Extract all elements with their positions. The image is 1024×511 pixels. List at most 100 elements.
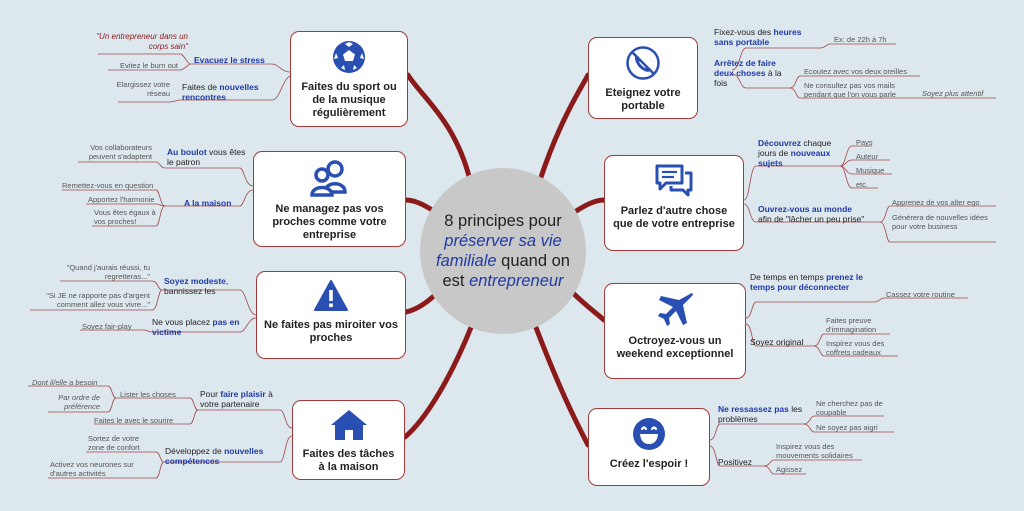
weekend-temps-prefix: De temps en temps — [750, 272, 824, 282]
weekend-original-sub1: Faites preuve d'immagination — [826, 316, 877, 334]
topic-talk-label: Parlez d'autre chose que de votre entrep… — [613, 205, 735, 230]
house-dont: Dont il/elle a besoin — [32, 378, 98, 387]
smile-icon — [633, 418, 665, 450]
house-plaisir-bold: faire plaisir — [220, 389, 266, 399]
house-ordre: Par ordre de préférence — [58, 393, 100, 411]
talk-auteur: Auteur — [856, 152, 879, 161]
talk-pays: Pays — [856, 138, 873, 147]
topic-sport[interactable]: Faites du sport ou de la musique réguliè… — [290, 31, 408, 127]
topic-phone-label: Eteignez votre portable — [605, 87, 681, 112]
topic-manage-label: Ne managez pas vos proches comme votre e… — [272, 203, 387, 241]
manage-maison-sub2: Apportez l'harmonie — [88, 195, 155, 204]
topic-house-label: Faites des tâches à la maison — [302, 448, 395, 473]
phone-heures: Fixez-vous des heures sans portable — [714, 27, 814, 47]
talk-musique: Musique — [856, 166, 885, 175]
house-icon — [330, 410, 367, 440]
hope-ressassez-rest: les problèmes — [718, 404, 803, 424]
phone-arret-sub3: Soyez plus attentif — [922, 89, 984, 98]
talk-etc: etc. — [856, 180, 869, 189]
phone-arret-sub2: Ne consultez pas vos mails pendant que l… — [804, 81, 896, 99]
hope-positivez-sub1: Inspirez vous des mouvements solidaires — [776, 442, 853, 460]
central-title-emphasis-2: entrepreneur — [469, 272, 564, 290]
sport-stress: Evacuez le stress — [194, 55, 265, 65]
topic-mirror-label: Ne faites pas miroiter vos proches — [264, 319, 398, 344]
sport-quote: "Un entrepreneur dans un corps sain" — [96, 32, 188, 51]
house-sourire: Faites le avec le sourire — [94, 416, 174, 425]
topic-manage[interactable]: Ne managez pas vos proches comme votre e… — [253, 151, 406, 247]
mirror-quote2: "Si JE ne rapporte pas d'argent comment … — [46, 291, 150, 309]
topic-mirror[interactable]: Ne faites pas miroiter vos proches — [256, 271, 406, 359]
manage-maison: A la maison — [184, 198, 231, 208]
weekend-original-sub2: Inspirez vous des coffrets cadeaux — [826, 339, 885, 357]
central-title-middle: quand on est — [442, 252, 570, 290]
hope-ressassez-sub1: Ne cherchez pas de coupable — [816, 399, 883, 417]
mirror-victime-sub: Soyez fair-play — [82, 322, 132, 331]
house-plaisir: Pour faire plaisir à votre partenaire — [200, 389, 292, 409]
sport-rencontres-prefix: Faites de — [182, 82, 217, 92]
central-topic[interactable]: 8 principes pour préserver sa vie famili… — [420, 168, 586, 334]
hope-ressassez-sub2: Ne soyez pas aigri — [816, 423, 878, 432]
mirror-modeste-bold: Soyez modeste — [164, 276, 226, 286]
manage-boulot: Au boulot vous êtes le patron — [167, 147, 247, 167]
mirror-modeste-rest: bannissez les — [164, 286, 216, 296]
mirror-quote1: "Quand j'aurais réussi, tu regretteras..… — [66, 263, 150, 281]
weekend-temps-sub: Cassez votre routine — [886, 290, 955, 299]
talk-decouvrez: Découvrez chaque jours de nouveaux sujet… — [758, 138, 842, 168]
talk-ouvrez-sub1: Apprenez de vos alter ego — [892, 198, 980, 207]
central-title-prefix: 8 principes pour — [444, 212, 562, 230]
topic-talk[interactable]: Parlez d'autre chose que de votre entrep… — [604, 155, 744, 251]
house-comp-prefix: Développez de — [165, 446, 222, 456]
sport-rencontres: Faites de nouvelles rencontres — [182, 82, 278, 102]
phone-arret: Arrêtez de faire deux choses à la fois — [714, 58, 792, 88]
topic-hope-label: Créez l'espoir ! — [609, 458, 689, 470]
house-plaisir-rest: à votre partenaire — [200, 389, 273, 409]
sport-rencontres-bold: nouvelles rencontres — [182, 82, 259, 102]
phone-arret-bold: Arrêtez de faire deux choses — [714, 58, 776, 78]
hope-ressassez-bold: Ne ressassez pas — [718, 404, 789, 414]
weekend-temps: De temps en temps prenez le temps pour d… — [750, 272, 874, 292]
house-plaisir-prefix: Pour — [200, 389, 218, 399]
mirror-victime-prefix: Ne vous placez — [152, 317, 211, 327]
sport-stress-bold: Evacuez le stress — [194, 55, 265, 65]
mirror-modeste: Soyez modeste, bannissez les — [164, 276, 229, 296]
weekend-temps-bold: prenez le temps pour déconnecter — [750, 272, 863, 292]
hope-positivez: Positivez — [718, 457, 753, 467]
house-competences: Développez de nouvelles compétences — [165, 446, 283, 466]
topic-sport-label: Faites du sport ou de la musique réguliè… — [301, 81, 397, 119]
manage-maison-bold: A la maison — [184, 198, 232, 208]
talk-decouvrez-bold: Découvrez — [758, 138, 801, 148]
topic-hope[interactable]: Créez l'espoir ! — [588, 408, 710, 486]
house-comp-sub2: Activez vos neurones sur d'autres activi… — [50, 460, 134, 478]
phone-arret-rest: à la fois — [714, 68, 782, 88]
talk-ouvrez-bold: Ouvrez-vous au monde — [758, 204, 852, 214]
hope-positivez-sub2: Agissez — [776, 465, 803, 474]
talk-decouvrez-rest: chaque jours de — [758, 138, 832, 158]
topic-house[interactable]: Faites des tâches à la maison — [292, 400, 405, 480]
hope-ressassez: Ne ressassez pas les problèmes — [718, 404, 804, 424]
topic-weekend-label: Octroyez-vous un weekend exceptionnel — [616, 335, 734, 360]
mirror-victime-bold: pas en victime — [152, 317, 240, 337]
manage-boulot-bold: Au boulot — [167, 147, 207, 157]
talk-ouvrez-rest: afin de "lâcher un peu prise" — [758, 214, 865, 224]
talk-ouvrez-sub2: Générera de nouvelles idées pour votre b… — [892, 213, 988, 231]
manage-boulot-sub: Vos collaborateurs peuvent s'adaptent — [88, 143, 152, 161]
phone-heures-bold: heures sans portable — [714, 27, 802, 47]
phone-heures-prefix: Fixez-vous des — [714, 27, 772, 37]
topic-weekend[interactable]: Octroyez-vous un weekend exceptionnel — [604, 283, 746, 379]
phone-off-icon — [626, 46, 660, 80]
airplane-icon — [658, 293, 693, 326]
phone-heures-sub: Ex: de 22h à 7h — [834, 35, 887, 44]
sport-stress-sub: Evitez le burn out — [120, 61, 178, 70]
house-lister: Lister les choses — [120, 390, 176, 399]
phone-arret-sub1: Ecoutez avec vos deux oreilles — [804, 67, 907, 76]
manage-maison-sub1: Remettez-vous en question — [62, 181, 154, 190]
house-comp-bold: nouvelles compétences — [165, 446, 264, 466]
talk-decouvrez-bold2: nouveaux sujets — [758, 148, 831, 168]
chat-icon — [655, 164, 693, 197]
weekend-original: Soyez original — [750, 337, 804, 347]
warning-icon — [314, 280, 348, 311]
sport-rencontres-sub: Elargissez votre réseau — [116, 80, 170, 98]
topic-phone[interactable]: Eteignez votre portable — [588, 37, 698, 119]
